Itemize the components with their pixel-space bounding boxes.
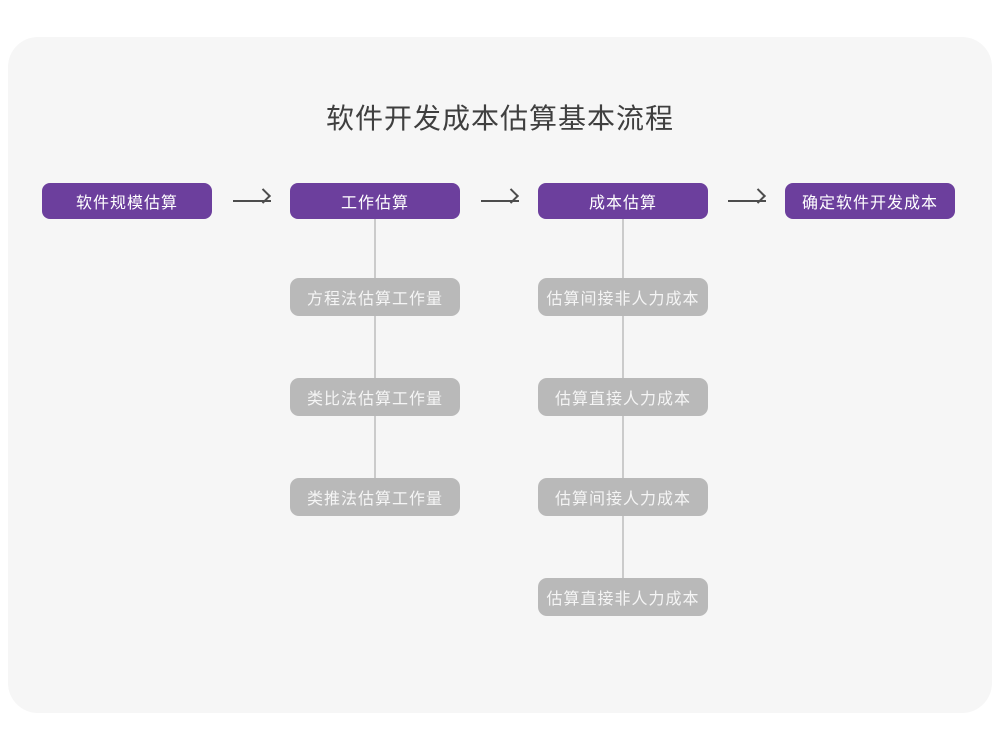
stage-effort-estimation: 工作估算 [290, 183, 460, 219]
arrow-right-icon [233, 200, 271, 202]
connector-line-effort-column [374, 219, 376, 497]
page-title: 软件开发成本估算基本流程 [325, 103, 674, 134]
sub-indirect-labor-cost: 估算间接人力成本 [538, 478, 708, 516]
stage-determine-development-cost: 确定软件开发成本 [785, 183, 955, 219]
stage-software-scale-estimation: 软件规模估算 [42, 183, 212, 219]
sub-analogy-method-workload: 类比法估算工作量 [290, 378, 460, 416]
sub-direct-labor-cost: 估算直接人力成本 [538, 378, 708, 416]
sub-direct-non-labor-cost: 估算直接非人力成本 [538, 578, 708, 616]
arrow-right-icon [481, 200, 519, 202]
sub-equation-method-workload: 方程法估算工作量 [290, 278, 460, 316]
stage-cost-estimation: 成本估算 [538, 183, 708, 219]
arrow-right-icon [728, 200, 766, 202]
flowchart-card: 软件开发成本估算基本流程 软件规模估算 工作估算 成本估算 确定软件开发成本 方… [8, 37, 992, 713]
sub-indirect-non-labor-cost: 估算间接非人力成本 [538, 278, 708, 316]
sub-extrapolation-method-workload: 类推法估算工作量 [290, 478, 460, 516]
